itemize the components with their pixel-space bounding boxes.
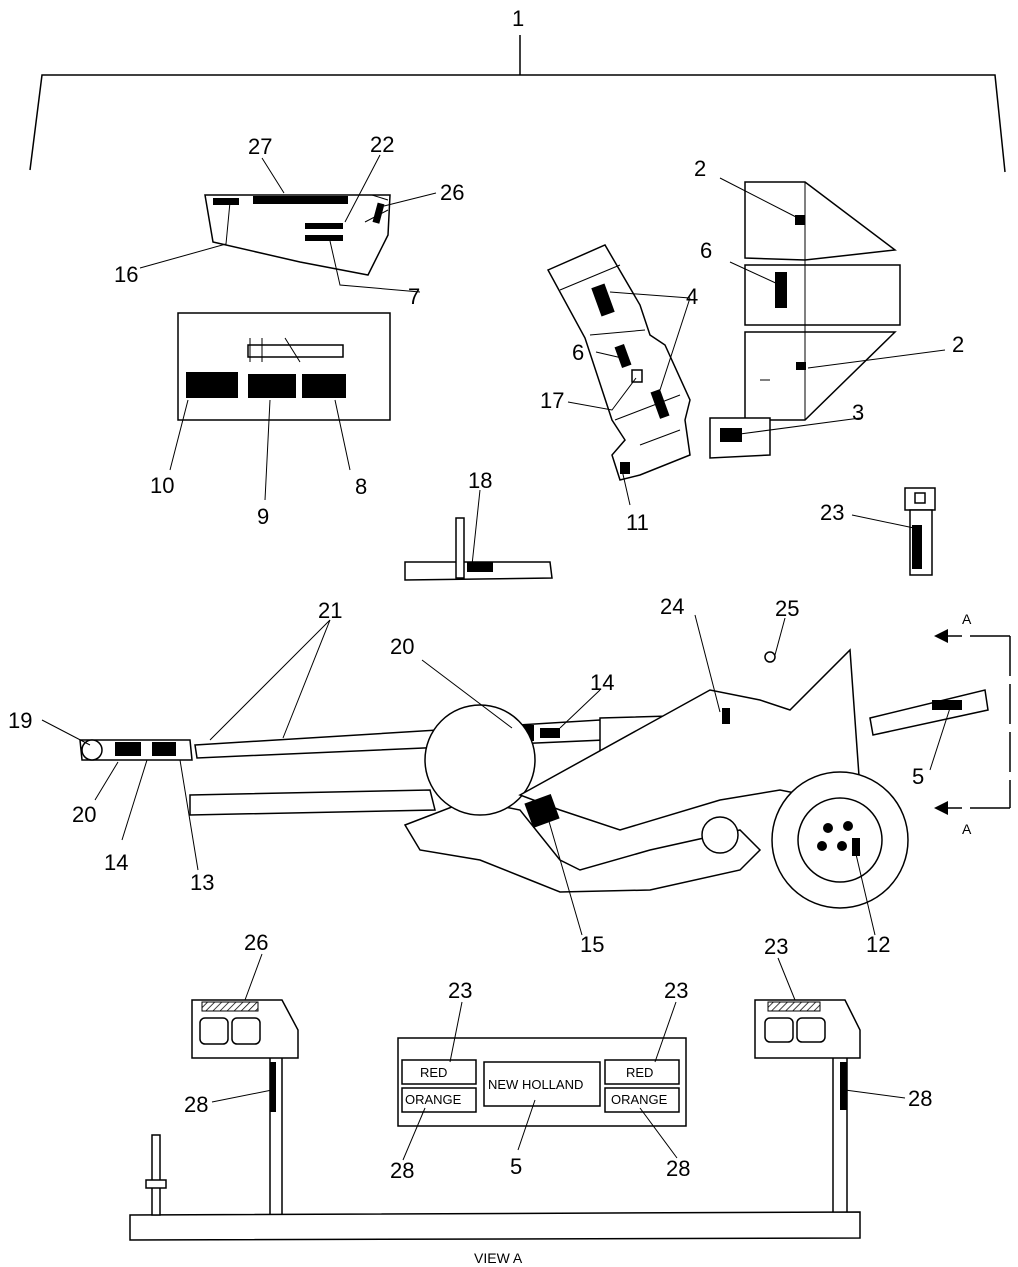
tall-panel-group: 2 6 2 3	[694, 156, 964, 459]
panel-red-left: RED	[420, 1065, 447, 1080]
callout-24: 24	[660, 594, 684, 619]
callout-12: 12	[866, 932, 890, 957]
callout-22: 22	[370, 132, 394, 157]
callout-20-main: 20	[390, 634, 414, 659]
view-caption: VIEW A	[474, 1250, 523, 1266]
callout-23-view-right: 23	[764, 934, 788, 959]
folding-arm-group: 4 6 17 11	[540, 244, 698, 535]
callout-28-right: 28	[908, 1086, 932, 1111]
side-panel-group: 27 22 26 16 7	[114, 132, 464, 309]
callout-28-left: 28	[184, 1092, 208, 1117]
callout-6-panel: 6	[700, 238, 712, 263]
machine-main-view: 21 20 14 24 25 19 20 14 13 15 12 5	[8, 594, 989, 957]
callout-26-top: 26	[440, 180, 464, 205]
callout-1: 1	[512, 6, 524, 31]
callout-11: 11	[626, 510, 649, 535]
callout-4: 4	[686, 284, 698, 309]
callout-23-panel-right: 23	[664, 978, 688, 1003]
shaft-detail-group: 18	[404, 468, 553, 581]
callout-8: 8	[355, 474, 367, 499]
callout-6-arm: 6	[572, 340, 584, 365]
callout-5-view: 5	[510, 1154, 522, 1179]
callout-16: 16	[114, 262, 138, 287]
callout-28-panel-right: 28	[666, 1156, 690, 1181]
section-label-top: A	[962, 611, 972, 627]
callout-26-view: 26	[244, 930, 268, 955]
callout-17: 17	[540, 388, 564, 413]
assembly-bracket: 1	[29, 6, 1006, 173]
callout-15: 15	[580, 932, 604, 957]
callout-14-driveline: 14	[104, 850, 128, 875]
callout-18: 18	[468, 468, 492, 493]
panel-brand: NEW HOLLAND	[488, 1077, 583, 1092]
callout-2-top: 2	[694, 156, 706, 181]
view-a-group: 26 23 23 23 28 28 28 28 5 RED ORANGE NEW…	[129, 930, 932, 1266]
panel-orange-left: ORANGE	[405, 1092, 462, 1107]
callout-3: 3	[852, 400, 864, 425]
section-arrows: A A	[934, 611, 1011, 837]
callout-27: 27	[248, 134, 272, 159]
callout-13: 13	[190, 870, 214, 895]
decal-panel-group: 10 9 8	[150, 312, 391, 529]
callout-21: 21	[318, 598, 342, 623]
callout-5-main: 5	[912, 764, 924, 789]
panel-orange-right: ORANGE	[611, 1092, 668, 1107]
callout-2-bottom: 2	[952, 332, 964, 357]
section-label-bottom: A	[962, 821, 972, 837]
callout-19: 19	[8, 708, 32, 733]
callout-25: 25	[775, 596, 799, 621]
callout-20-driveline: 20	[72, 802, 96, 827]
post-detail-group: 23	[820, 487, 936, 576]
callout-23-post: 23	[820, 500, 844, 525]
callout-28-panel-left: 28	[390, 1158, 414, 1183]
callout-7: 7	[408, 284, 420, 309]
callout-14-main: 14	[590, 670, 614, 695]
panel-red-right: RED	[626, 1065, 653, 1080]
callout-9: 9	[257, 504, 269, 529]
callout-10: 10	[150, 473, 174, 498]
callout-23-panel-left: 23	[448, 978, 472, 1003]
